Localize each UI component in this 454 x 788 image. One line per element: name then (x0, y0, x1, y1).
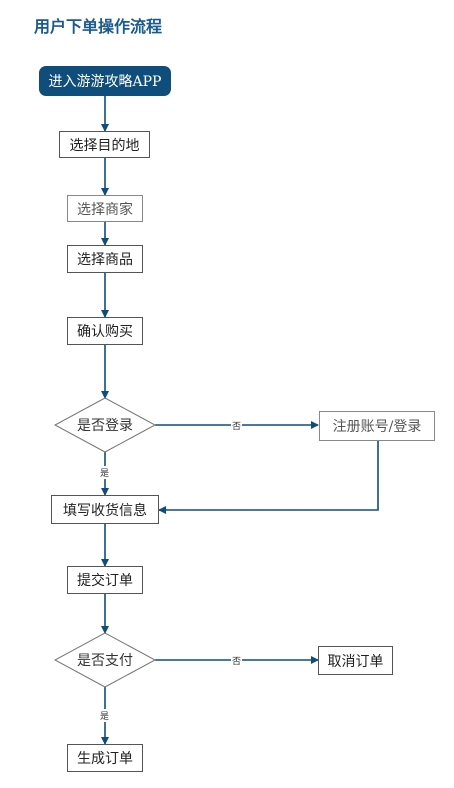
decision-label-login: 是否登录 (77, 418, 133, 434)
node-cancel-order: 取消订单 (318, 646, 393, 675)
node-fill-shipping-info: 填写收货信息 (51, 495, 159, 524)
edge-label-login-no: 否 (231, 419, 243, 432)
node-choose-product: 选择商品 (67, 245, 143, 273)
node-choose-destination: 选择目的地 (59, 131, 150, 158)
node-submit-order: 提交订单 (67, 566, 143, 594)
edge-label-pay-no: 否 (231, 654, 243, 667)
decision-diamond-pay (53, 632, 157, 688)
node-create-order: 生成订单 (67, 744, 143, 772)
decision-label-pay: 是否支付 (77, 653, 133, 669)
edge-label-login-yes: 是 (99, 466, 111, 479)
page-title: 用户下单操作流程 (34, 17, 163, 36)
node-choose-merchant: 选择商家 (67, 195, 143, 222)
edge-label-pay-yes: 是 (99, 709, 111, 722)
decision-diamond-login (53, 397, 157, 453)
arrow-register-to-fill (158, 441, 379, 514)
node-register-login: 注册账号/登录 (319, 411, 435, 441)
node-confirm-purchase: 确认购买 (67, 317, 143, 345)
start-node: 进入游游攻略APP (39, 66, 171, 96)
